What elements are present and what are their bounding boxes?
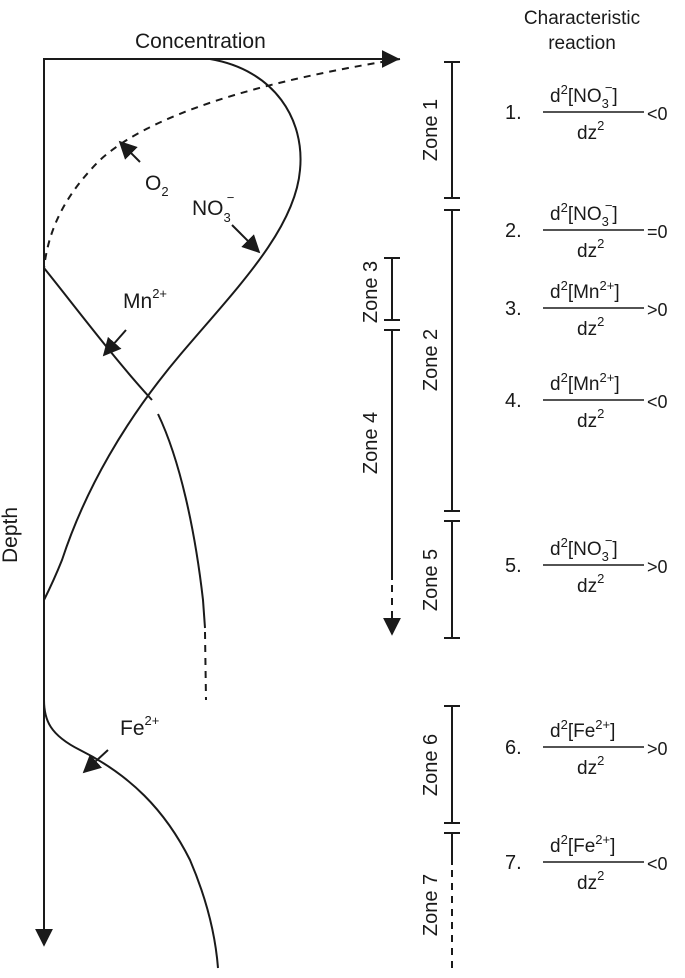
reaction-list: 1. d2[NO3−] dz2 <0 2. d2[NO3−] dz2 =0 3. d2[Mn2+]…: [505, 80, 668, 894]
reaction-denominator: dz2: [577, 868, 604, 894]
reaction-1: 1. d2[NO3−] dz2 <0: [505, 80, 668, 144]
zone6-label: Zone 6: [420, 734, 442, 796]
reaction-7: 7. d2[Fe2+] dz2 <0: [505, 832, 668, 894]
reaction-number: 5.: [505, 555, 522, 577]
reaction-denominator: dz2: [577, 571, 604, 597]
reaction-relation: >0: [647, 739, 668, 759]
reaction-numerator: d2[Mn2+]: [550, 370, 620, 395]
mn-profile-upper: [43, 267, 153, 401]
zone7-label: Zone 7: [420, 874, 442, 936]
zone4-label: Zone 4: [360, 412, 382, 474]
reaction-denominator: dz2: [577, 406, 604, 432]
header-line2: reaction: [548, 33, 616, 54]
reaction-relation: >0: [647, 557, 668, 577]
mn-pointer: [102, 329, 127, 357]
reaction-denominator: dz2: [577, 118, 604, 144]
reaction-number: 4.: [505, 390, 522, 412]
depth-axis-label: Depth: [0, 507, 22, 563]
reaction-denominator: dz2: [577, 753, 604, 779]
concentration-profiles: [43, 58, 401, 969]
reaction-numerator: d2[NO3−]: [550, 533, 618, 564]
reaction-relation: <0: [647, 104, 668, 124]
zone2-label: Zone 2: [420, 329, 442, 391]
reaction-denominator: dz2: [577, 314, 604, 340]
reaction-numerator: d2[NO3−]: [550, 198, 618, 229]
reaction-relation: <0: [647, 854, 668, 874]
no3-profile: [43, 58, 302, 601]
mn-label: Mn2+: [123, 286, 167, 313]
fe-profile: [43, 699, 219, 969]
reaction-6: 6. d2[Fe2+] dz2 >0: [505, 717, 668, 779]
fe-label: Fe2+: [120, 713, 159, 740]
zone1-label: Zone 1: [420, 99, 442, 161]
zone-bars: Zone 1 Zone 2 Zone 3 Zone 4 Zone 5 Zone …: [360, 61, 460, 970]
reaction-numerator: d2[Fe2+]: [550, 832, 615, 857]
no3-pointer: [231, 224, 261, 254]
concentration-axis-label: Concentration: [135, 30, 266, 53]
reaction-denominator: dz2: [577, 236, 604, 262]
reaction-numerator: d2[Mn2+]: [550, 278, 620, 303]
reaction-relation: >0: [647, 300, 668, 320]
reaction-number: 2.: [505, 220, 522, 242]
reaction-relation: =0: [647, 222, 668, 242]
species-labels: O2 NO3− Mn2+ Fe2+: [82, 140, 261, 774]
reaction-5: 5. d2[NO3−] dz2 >0: [505, 533, 668, 597]
zone3-label: Zone 3: [360, 261, 382, 323]
reaction-header: Characteristic reaction: [524, 8, 640, 54]
reaction-2: 2. d2[NO3−] dz2 =0: [505, 198, 668, 262]
o2-pointer: [118, 140, 141, 163]
reaction-number: 6.: [505, 737, 522, 759]
reaction-number: 3.: [505, 298, 522, 320]
o2-label: O2: [145, 172, 169, 199]
reaction-3: 3. d2[Mn2+] dz2 >0: [505, 278, 668, 340]
no3-label: NO3−: [192, 190, 234, 225]
reaction-numerator: d2[NO3−]: [550, 80, 618, 111]
reaction-4: 4. d2[Mn2+] dz2 <0: [505, 370, 668, 432]
axes: Concentration Depth: [0, 30, 400, 947]
reaction-number: 7.: [505, 852, 522, 874]
reaction-numerator: d2[Fe2+]: [550, 717, 615, 742]
reaction-relation: <0: [647, 392, 668, 412]
fe-pointer: [82, 749, 109, 774]
o2-profile: [43, 58, 401, 269]
reaction-number: 1.: [505, 102, 522, 124]
mn-profile-dashed: [204, 631, 207, 701]
mn-profile-lower: [157, 413, 206, 629]
header-line1: Characteristic: [524, 8, 640, 29]
zone5-label: Zone 5: [420, 549, 442, 611]
